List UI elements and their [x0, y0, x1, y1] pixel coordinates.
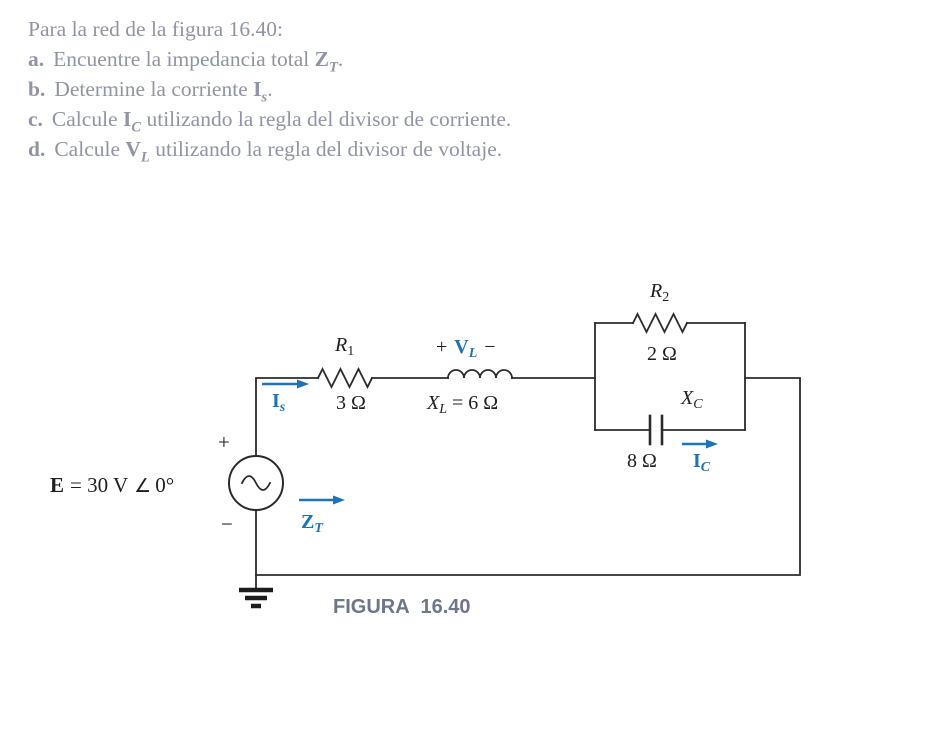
- is-arrow: [262, 379, 309, 389]
- item-text-post: utilizando la regla del divisor de corri…: [141, 107, 512, 131]
- ic-arrow: [682, 439, 718, 449]
- item-letter: a.: [28, 47, 45, 71]
- problem-item-a: a. Encuentre la impedancia total ZT.: [28, 44, 511, 76]
- source-value-label: E= 30 V∠0°: [50, 473, 174, 497]
- is-label: Is: [272, 390, 286, 415]
- capacitor-xc: [648, 414, 664, 446]
- item-letter: c.: [28, 107, 43, 131]
- symbol-zt: ZT: [314, 47, 338, 76]
- xc-value: 8 Ω: [627, 450, 657, 472]
- item-letter: d.: [28, 137, 46, 161]
- xc-label: XC: [680, 387, 703, 412]
- figure-caption: FIGURA 16.40: [333, 596, 471, 618]
- resistor-r2: [631, 311, 689, 335]
- inductor-xl: [447, 369, 513, 379]
- sine-wave-icon: [240, 475, 272, 491]
- item-text: Determine la corriente: [54, 77, 254, 101]
- symbol-vl: VL: [125, 137, 150, 166]
- problem-item-d: d. Calcule VL utilizando la regla del div…: [28, 134, 511, 166]
- xl-label: XL= 6 Ω: [426, 392, 498, 417]
- wire-source-to-r1: [255, 377, 319, 457]
- item-text-post: .: [337, 47, 344, 71]
- r2-value: 2 Ω: [647, 343, 677, 365]
- item-text-post: utilizando la regla del divisor de volta…: [149, 137, 503, 161]
- item-text: Calcule: [51, 107, 123, 131]
- wire-return-loop: [255, 377, 801, 576]
- item-text-post: .: [267, 77, 273, 101]
- problem-intro-text: Para la red de la figura 16.40:: [28, 17, 283, 41]
- ic-label: IC: [693, 450, 711, 475]
- zt-arrow: [299, 495, 345, 505]
- resistor-r1: [316, 366, 374, 390]
- zt-label: ZT: [301, 511, 324, 536]
- source-plus-sign: +: [218, 430, 230, 454]
- ac-source: [228, 455, 284, 511]
- problem-intro: Para la red de la figura 16.40:: [28, 14, 511, 44]
- item-text: Calcule: [54, 137, 126, 161]
- problem-statement: Para la red de la figura 16.40: a. Encuen…: [28, 14, 512, 166]
- problem-item-b: b. Determine la corriente Is.: [28, 74, 511, 106]
- source-minus-sign: −: [221, 512, 233, 536]
- ground-icon: [239, 587, 273, 609]
- symbol-ic: IC: [122, 107, 142, 136]
- r1-value: 3 Ω: [336, 392, 366, 414]
- item-text: Encuentre la impedancia total: [53, 47, 315, 71]
- vl-label: +VL−: [436, 336, 496, 361]
- item-letter: b.: [28, 77, 46, 101]
- circuit-wires: [255, 322, 801, 589]
- problem-item-c: c. Calcule IC utilizando la regla del div…: [28, 104, 512, 136]
- r1-label: R1: [334, 334, 354, 359]
- symbol-is: Is: [253, 77, 268, 106]
- r2-label: R2: [649, 280, 669, 305]
